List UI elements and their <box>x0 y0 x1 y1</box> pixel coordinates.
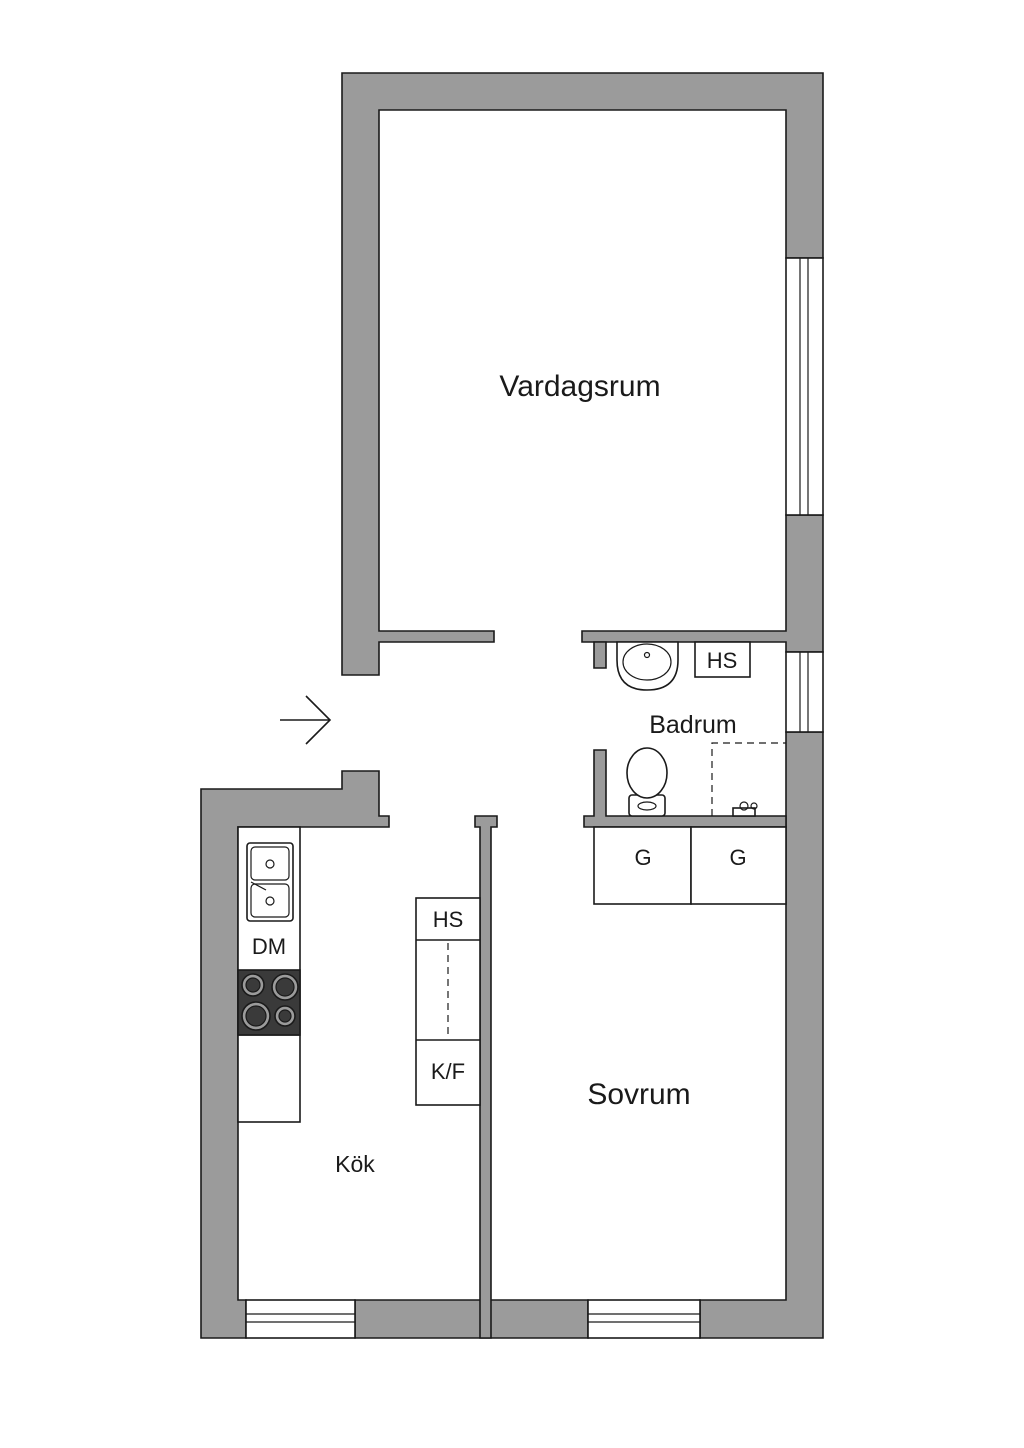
hs-cabinet-bathroom <box>694 641 751 678</box>
fixture-label-g1: G <box>634 845 651 870</box>
window-kitchen <box>245 1299 356 1339</box>
stove-icon <box>237 969 301 1036</box>
entrance-arrow-icon <box>280 695 332 745</box>
room-label-kok: Kök <box>335 1151 375 1177</box>
fixture-label-kf: K/F <box>431 1059 465 1084</box>
shower-area <box>711 742 786 816</box>
walls <box>200 72 824 1339</box>
fixture-label-g2: G <box>729 845 746 870</box>
kitchen-fixtures <box>237 826 481 1123</box>
room-label-sovrum: Sovrum <box>587 1078 690 1111</box>
toilet-icon <box>626 747 668 817</box>
bathroom-wall-stub-top <box>593 641 607 669</box>
bottom-wall-mid <box>354 1299 589 1339</box>
kitchen-left-wall <box>200 770 390 1339</box>
right-wall-mid <box>581 514 824 653</box>
fixture-label-hs-bathroom: HS <box>707 648 738 673</box>
fixture-label-hs-kitchen: HS <box>433 907 464 932</box>
wardrobe-1 <box>593 826 692 905</box>
washbasin-icon <box>616 641 679 691</box>
room-label-badrum: Badrum <box>649 711 737 739</box>
room-label-vardagsrum: Vardagsrum <box>499 370 660 403</box>
windows <box>245 257 824 1339</box>
bathroom-fixtures <box>616 641 786 817</box>
window-bathroom <box>785 651 824 733</box>
fridge-freezer-cabinets <box>415 897 481 1106</box>
window-living-room <box>785 257 824 516</box>
window-bedroom <box>587 1299 701 1339</box>
shower-mixer-icon <box>732 801 758 817</box>
fixture-label-dm: DM <box>252 934 286 959</box>
wardrobe-2 <box>690 826 787 905</box>
sink-icon <box>246 842 294 922</box>
labels: Vardagsrum Badrum Sovrum Kök HS HS K/F D… <box>252 370 747 1177</box>
wardrobes <box>593 826 787 905</box>
